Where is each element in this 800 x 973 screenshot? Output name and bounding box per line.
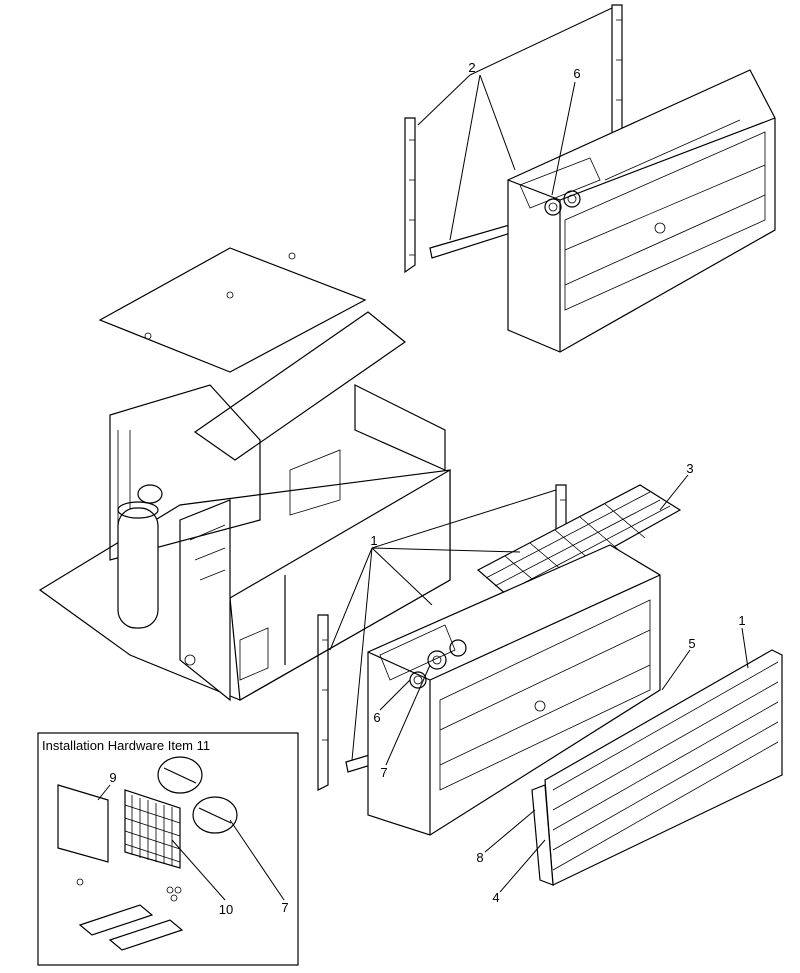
air-filter-grille xyxy=(476,484,682,603)
filter-screen xyxy=(124,789,181,869)
callout-1-mid: 1 xyxy=(370,533,377,548)
inset-title: Installation Hardware Item 11 xyxy=(42,738,210,753)
top-bracket-bottom-rail xyxy=(429,221,521,259)
chassis-body xyxy=(38,384,451,702)
callout-6-mid: 6 xyxy=(373,710,380,725)
top-cover-panel xyxy=(98,247,367,373)
control-knobs xyxy=(157,756,238,834)
top-bracket-left xyxy=(404,117,416,274)
callout-8: 8 xyxy=(476,850,483,865)
callout-5: 5 xyxy=(688,636,695,651)
top-cover-rear-panel xyxy=(193,311,406,461)
cover-plate xyxy=(57,784,109,863)
mid-cabinet xyxy=(367,544,661,836)
front-grille-panel xyxy=(531,649,783,886)
callout-1-right: 1 xyxy=(738,613,745,628)
mid-bracket-left xyxy=(317,614,329,791)
callout-2: 2 xyxy=(468,60,475,75)
callout-3: 3 xyxy=(686,461,693,476)
callout-7-inset: 7 xyxy=(281,900,288,915)
callout-7-mid: 7 xyxy=(380,765,387,780)
mounting-clips xyxy=(78,904,184,951)
mounting-screws xyxy=(166,886,182,902)
installation-hardware-inset xyxy=(37,732,299,966)
callout-4: 4 xyxy=(492,890,499,905)
callout-6-top: 6 xyxy=(573,66,580,81)
callout-9: 9 xyxy=(109,770,116,785)
top-cabinet xyxy=(507,69,776,353)
leader-lines xyxy=(329,7,749,893)
callout-10: 10 xyxy=(219,902,233,917)
